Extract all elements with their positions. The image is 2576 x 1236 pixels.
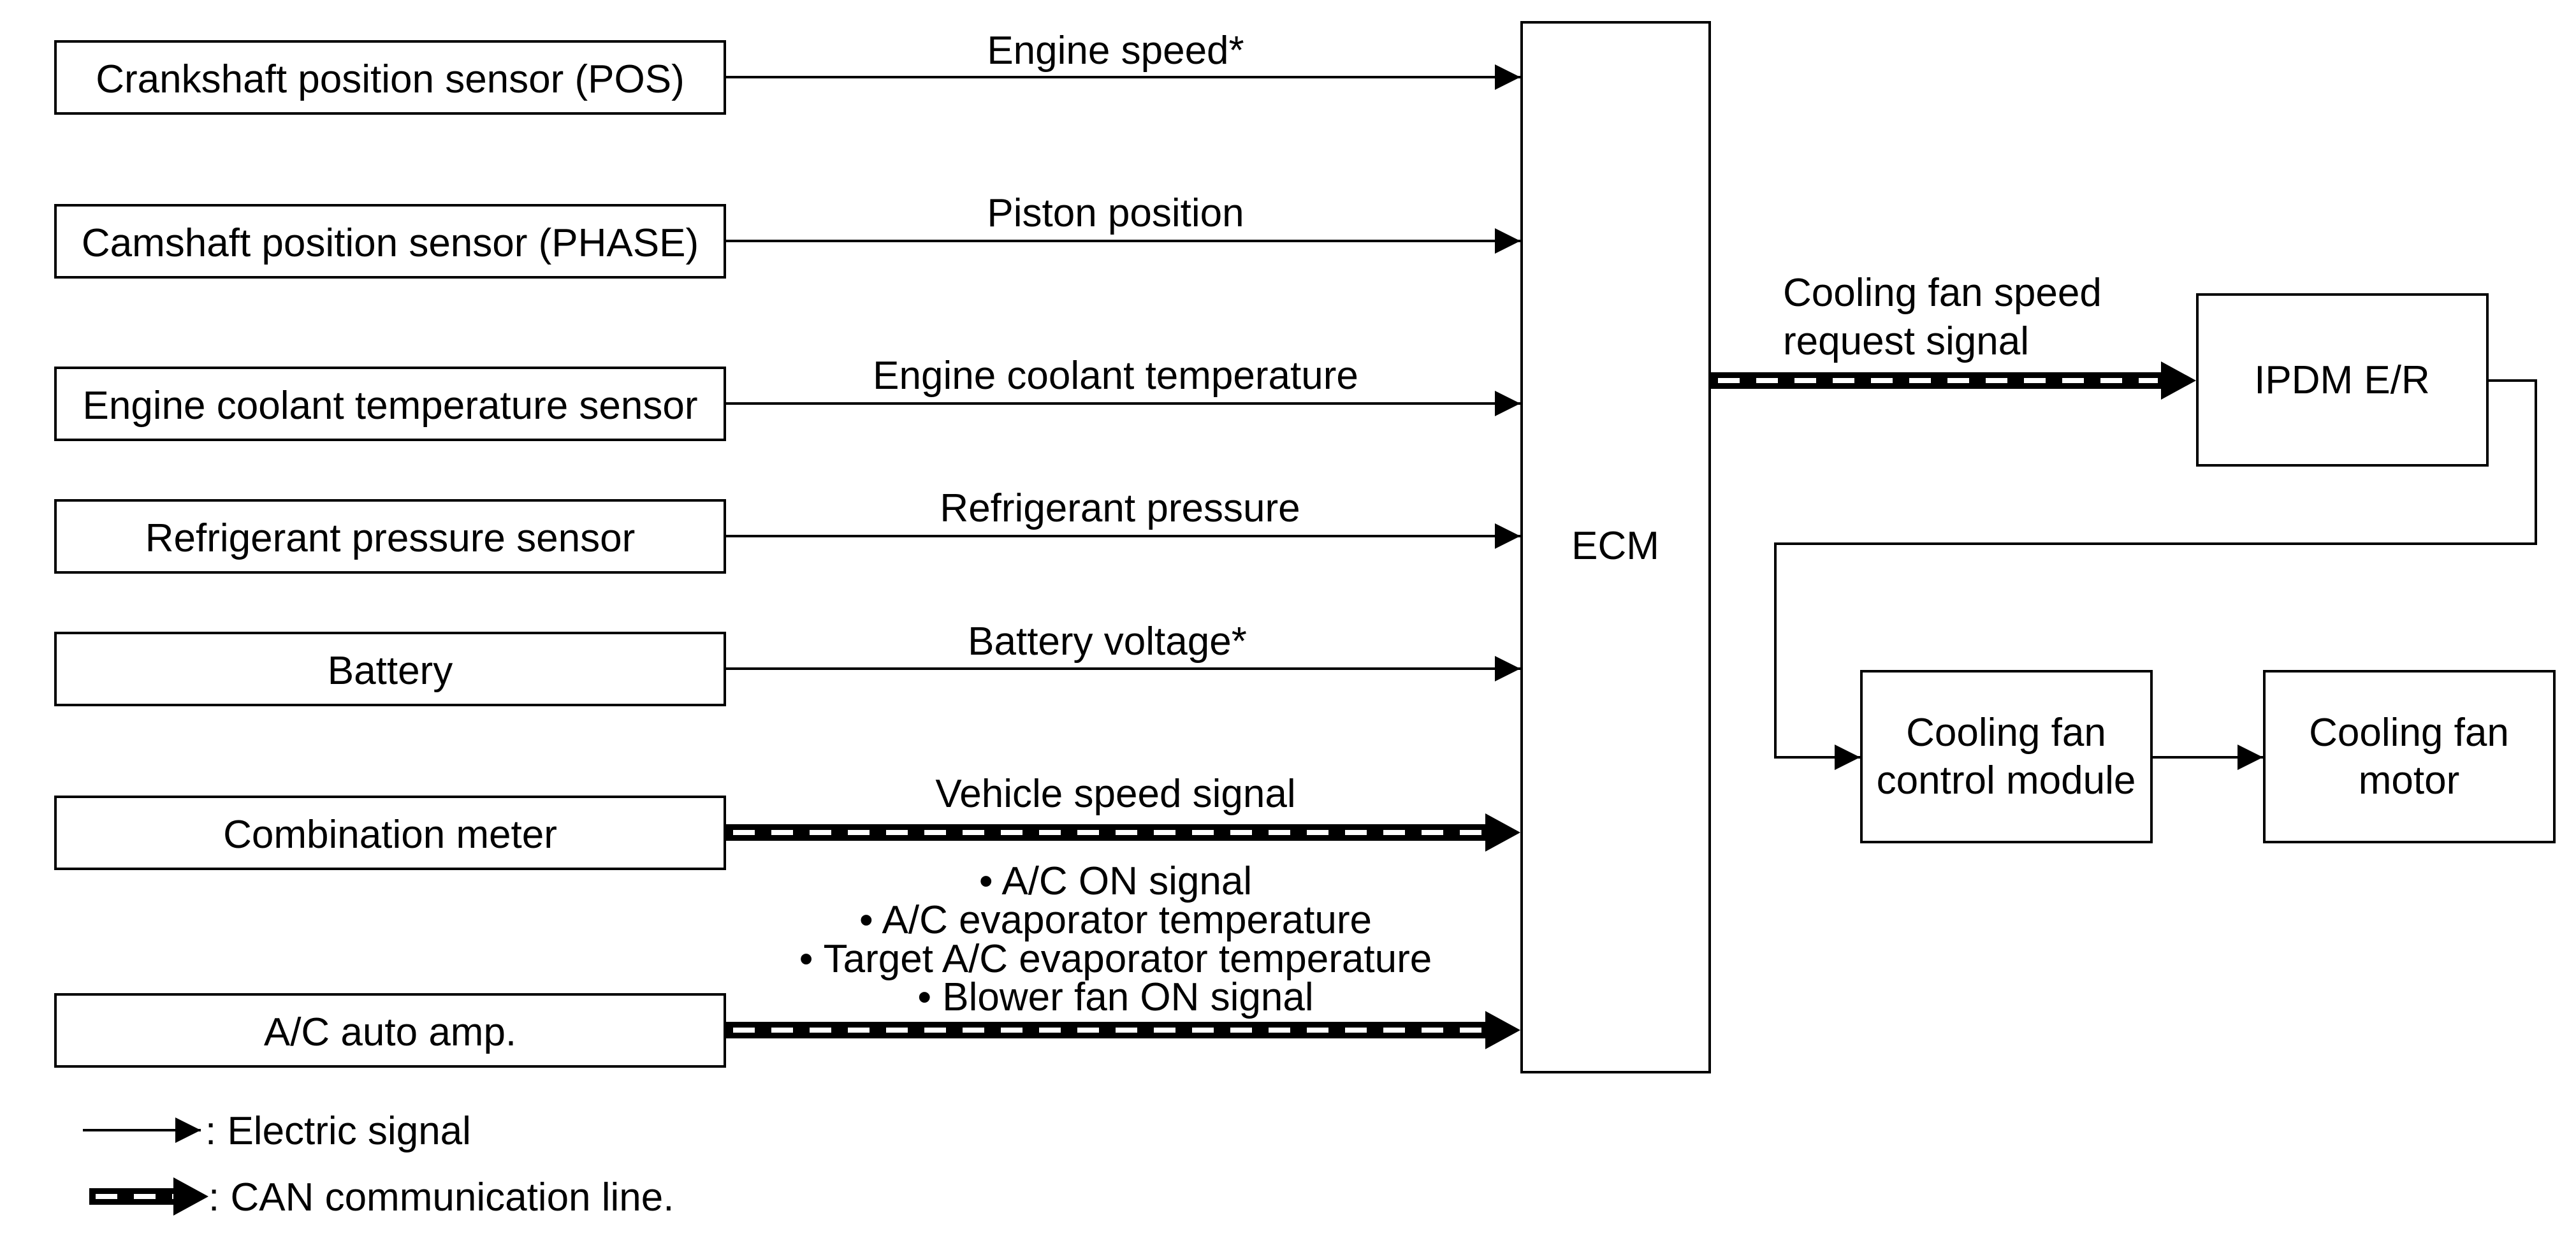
refrigerant-sensor-label: Refrigerant pressure sensor [145,516,635,560]
cooling-fan-motor-box: Cooling fan motor [2263,670,2556,843]
fan-motor-label-line1: Cooling fan [2309,711,2509,755]
ipdm-label: IPDM E/R [2254,358,2430,402]
ac-evaporator-temp-label: • A/C evaporator temperature [859,898,1372,942]
ac-auto-amp-box: A/C auto amp. [54,993,726,1068]
battery-box: Battery [54,632,726,706]
crankshaft-sensor-box: Crankshaft position sensor (POS) [54,40,726,115]
ecm-box: ECM [1520,21,1711,1073]
vehicle-speed-can-line [725,813,1520,852]
cooling-fan-request-can-line [1710,361,2196,400]
refrigerant-pressure-label: Refrigerant pressure [940,486,1300,530]
cooling-fan-request-label-line1: Cooling fan speed [1783,271,2102,315]
legend-can-label: : CAN communication line. [208,1175,674,1219]
legend-electric-label: : Electric signal [205,1109,471,1153]
fan-motor-label-line2: motor [2359,759,2459,803]
vehicle-speed-label: Vehicle speed signal [935,772,1295,816]
ipdm-to-fan-control-line [1774,379,2537,770]
coolant-sensor-box: Engine coolant temperature sensor [54,367,726,441]
ac-on-signal-label: • A/C ON signal [979,859,1252,903]
cooling-fan-request-label-line2: request signal [1783,319,2029,363]
piston-position-label: Piston position [987,191,1244,235]
camshaft-sensor-label: Camshaft position sensor (PHASE) [82,221,699,265]
combination-meter-box: Combination meter [54,796,726,870]
legend: : Electric signal : CAN communication li… [83,1109,674,1219]
ecm-label: ECM [1571,524,1659,568]
fan-control-label-line1: Cooling fan [1906,711,2106,755]
coolant-temperature-label: Engine coolant temperature [873,354,1358,398]
engine-speed-label: Engine speed* [987,29,1244,73]
target-ac-evaporator-temp-label: • Target A/C evaporator temperature [799,937,1432,981]
legend-can-line [89,1177,208,1216]
crankshaft-sensor-label: Crankshaft position sensor (POS) [96,57,685,101]
battery-voltage-label: Battery voltage* [968,620,1247,664]
ipdm-box: IPDM E/R [2196,293,2489,467]
refrigerant-sensor-box: Refrigerant pressure sensor [54,499,726,574]
fan-control-label-line2: control module [1877,759,2136,803]
blower-fan-on-signal-label: • Blower fan ON signal [917,975,1313,1019]
ac-signals-can-line [725,1011,1520,1049]
cooling-fan-control-module-box: Cooling fan control module [1860,670,2153,843]
combination-meter-label: Combination meter [223,813,557,857]
camshaft-sensor-box: Camshaft position sensor (PHASE) [54,204,726,279]
ac-auto-amp-label: A/C auto amp. [264,1010,516,1054]
coolant-sensor-label: Engine coolant temperature sensor [82,384,697,428]
battery-label: Battery [328,649,453,693]
